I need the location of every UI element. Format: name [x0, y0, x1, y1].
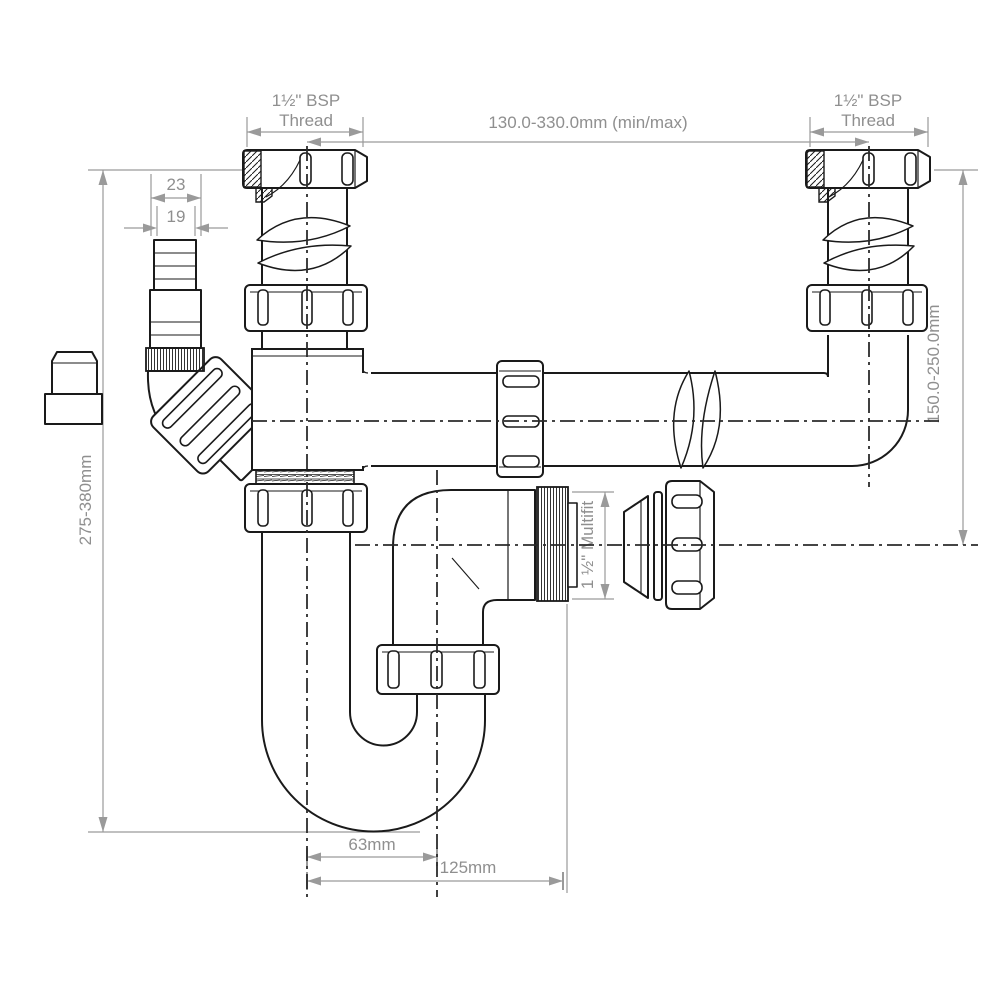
dim-label-19: 19 — [167, 207, 186, 226]
spigot-nut — [150, 356, 269, 475]
dim-trap-offset: 63mm — [306, 835, 438, 866]
trap-outlet-nut — [376, 644, 500, 695]
flat-washer — [653, 491, 663, 601]
dim-label-overall-height: 275-380mm — [76, 455, 95, 546]
union-nut-left — [244, 284, 368, 332]
bsp-nut-left-section-hatch — [243, 150, 262, 188]
multifit-nut — [665, 480, 715, 610]
dim-label-outlet-drop: 150.0-250.0mm — [924, 304, 943, 423]
bsp-nut-left-section-tab — [255, 187, 273, 203]
dim-label-bsp-left-line2: Thread — [279, 111, 333, 130]
bsp-nut-right — [805, 149, 931, 203]
dim-label-span: 130.0-330.0mm (min/max) — [488, 113, 687, 132]
trap-u-bend — [261, 531, 486, 833]
dim-label-bsp-right-line2: Thread — [841, 111, 895, 130]
trap-inlet-nut — [244, 483, 368, 533]
union-nut-horizontal — [496, 360, 544, 478]
dim-label-bsp-right-line1: 1½" BSP — [834, 91, 902, 110]
tee-gasket — [255, 469, 355, 485]
elbow-seam-line — [451, 557, 480, 590]
pipe-break-right — [822, 216, 915, 272]
bsp-nut-left — [242, 149, 368, 203]
pipe-break-horizontal — [672, 370, 722, 469]
dim-label-63mm: 63mm — [348, 835, 395, 854]
dim-outlet-drop: 150.0-250.0mm — [924, 169, 978, 545]
pipe-break-left — [256, 216, 352, 272]
blanking-cap-plug — [51, 351, 98, 395]
dim-overall-height: 275-380mm — [76, 169, 420, 833]
dim-span-minmax: 130.0-330.0mm (min/max) — [307, 113, 869, 147]
dim-barb-inner-19: 19 — [124, 206, 228, 236]
centerline-layer — [252, 146, 978, 897]
inlet-pipe-right — [806, 188, 928, 332]
spigot-thread-collar — [145, 347, 205, 372]
washing-machine-spigot — [145, 239, 276, 482]
spigot-barb-upper — [153, 239, 197, 291]
bsp-nut-right-section-hatch — [806, 150, 825, 188]
blanking-cap — [44, 351, 103, 425]
outlet-elbow — [392, 486, 578, 649]
dim-barb-outer-23: 23 — [150, 174, 202, 236]
dim-label-bsp-left-line1: 1½" BSP — [272, 91, 340, 110]
bsp-nut-right-section-tab — [818, 187, 836, 203]
cone-washer — [623, 495, 649, 599]
dim-bsp-thread-right: 1½" BSP Thread — [809, 91, 929, 147]
multifit-thread — [536, 486, 569, 602]
horizontal-pipe — [362, 331, 909, 478]
dim-label-23: 23 — [167, 175, 186, 194]
inlet-pipe-left — [244, 188, 368, 350]
spigot-barb-lower — [149, 289, 202, 349]
union-nut-right — [806, 284, 928, 332]
dim-bsp-thread-left: 1½" BSP Thread — [246, 91, 364, 147]
blanking-cap-flange — [44, 393, 103, 425]
dimension-layer: 1½" BSP Thread 1½" BSP Thread 130.0-330.… — [76, 91, 978, 893]
dim-label-125mm: 125mm — [440, 858, 497, 877]
